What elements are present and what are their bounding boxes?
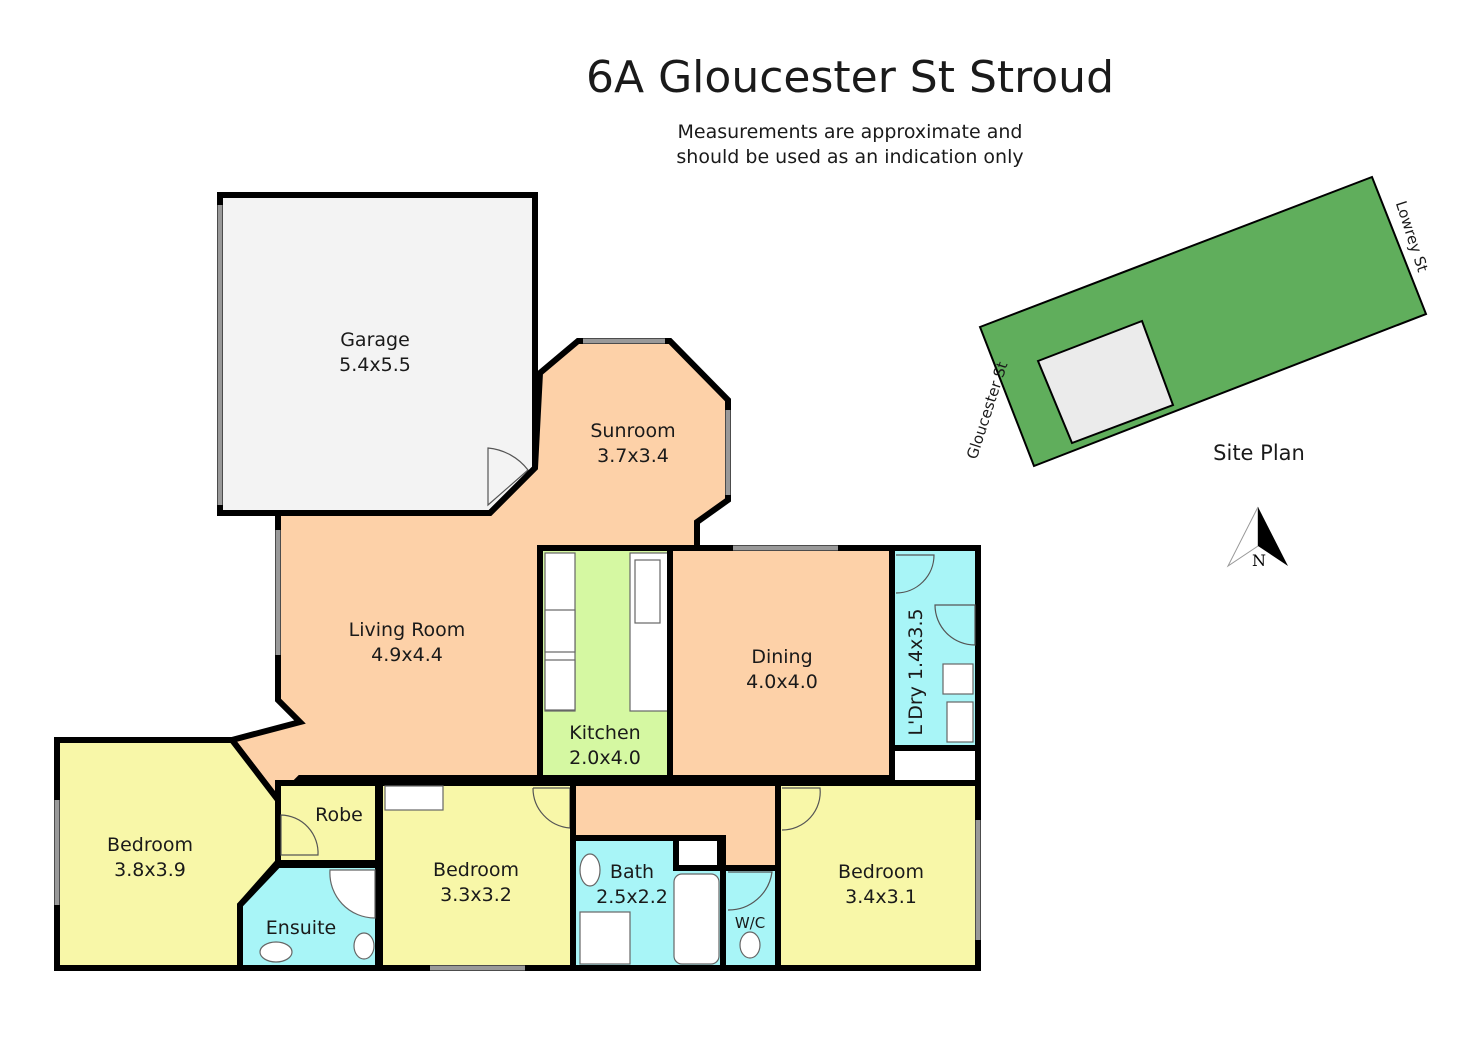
sunroom-size: 3.7x3.4: [597, 445, 669, 467]
hallway-extension: [724, 835, 775, 867]
room-living-sunroom: [226, 338, 731, 805]
bedroom3-label: Bedroom: [838, 861, 924, 883]
robe-door: [280, 814, 319, 856]
wc-door: [727, 871, 773, 911]
site-lot: [978, 175, 1428, 468]
bath-size: 2.5x2.2: [596, 886, 668, 908]
north-arrow-icon: [1226, 506, 1288, 568]
bedroom3-door: [781, 787, 821, 831]
kitchen-label: Kitchen: [569, 722, 640, 744]
street-gloucester: Gloucester St: [963, 359, 1011, 461]
bedroom2-label: Bedroom: [433, 859, 519, 881]
laundry-label: L'Dry 1.4x3.5: [905, 608, 927, 735]
wc-label: W/C: [735, 914, 765, 932]
bedroom2-size: 3.3x3.2: [440, 884, 512, 906]
site-plan-label: Site Plan: [1213, 441, 1305, 465]
living-label: Living Room: [349, 619, 466, 641]
shower-icon: [579, 911, 631, 965]
north-label: N: [1252, 551, 1266, 570]
ensuite-label: Ensuite: [266, 917, 336, 939]
garage-label: Garage: [340, 329, 410, 351]
shower-icon: [329, 869, 376, 919]
disclaimer-line-1: Measurements are approximate and: [677, 121, 1023, 143]
bathtub-icon: [673, 873, 720, 965]
hallway: [570, 780, 781, 841]
basin-icon: [579, 853, 601, 887]
tub-icon: [942, 663, 974, 695]
dining-label: Dining: [751, 646, 812, 668]
site-building: [1036, 319, 1175, 445]
bedroom1-label: Bedroom: [107, 834, 193, 856]
storage-cupboard: [889, 745, 981, 786]
toilet-icon: [353, 932, 375, 960]
robe-label: Robe: [315, 804, 363, 826]
sunroom-label: Sunroom: [590, 420, 675, 442]
sink-icon: [634, 559, 661, 624]
garage-door-swing: [487, 447, 529, 507]
bedroom2-door: [532, 787, 571, 829]
room-robe: [275, 780, 381, 866]
basin-icon: [259, 941, 293, 963]
living-size: 4.9x4.4: [371, 644, 443, 666]
dining-size: 4.0x4.0: [746, 671, 818, 693]
washer-icon: [946, 701, 974, 743]
disclaimer: Measurements are approximate and should …: [640, 120, 1060, 170]
garage-size: 5.4x5.5: [339, 354, 411, 376]
bath-label: Bath: [610, 861, 654, 883]
toilet-icon: [739, 931, 761, 959]
kitchen-size: 2.0x4.0: [569, 747, 641, 769]
bedroom3-size: 3.4x3.1: [845, 886, 917, 908]
oven-icon: [544, 659, 576, 711]
laundry-door: [895, 554, 935, 594]
linen-cupboard: [673, 835, 723, 871]
cooktop-icon: [544, 609, 576, 653]
bedroom1-size: 3.8x3.9: [114, 859, 186, 881]
wardrobe: [384, 785, 444, 811]
plan-title: 6A Gloucester St Stroud: [586, 52, 1114, 103]
disclaimer-line-2: should be used as an indication only: [676, 146, 1024, 168]
room-bedroom-3: [775, 780, 981, 971]
laundry-external-door: [934, 604, 976, 646]
